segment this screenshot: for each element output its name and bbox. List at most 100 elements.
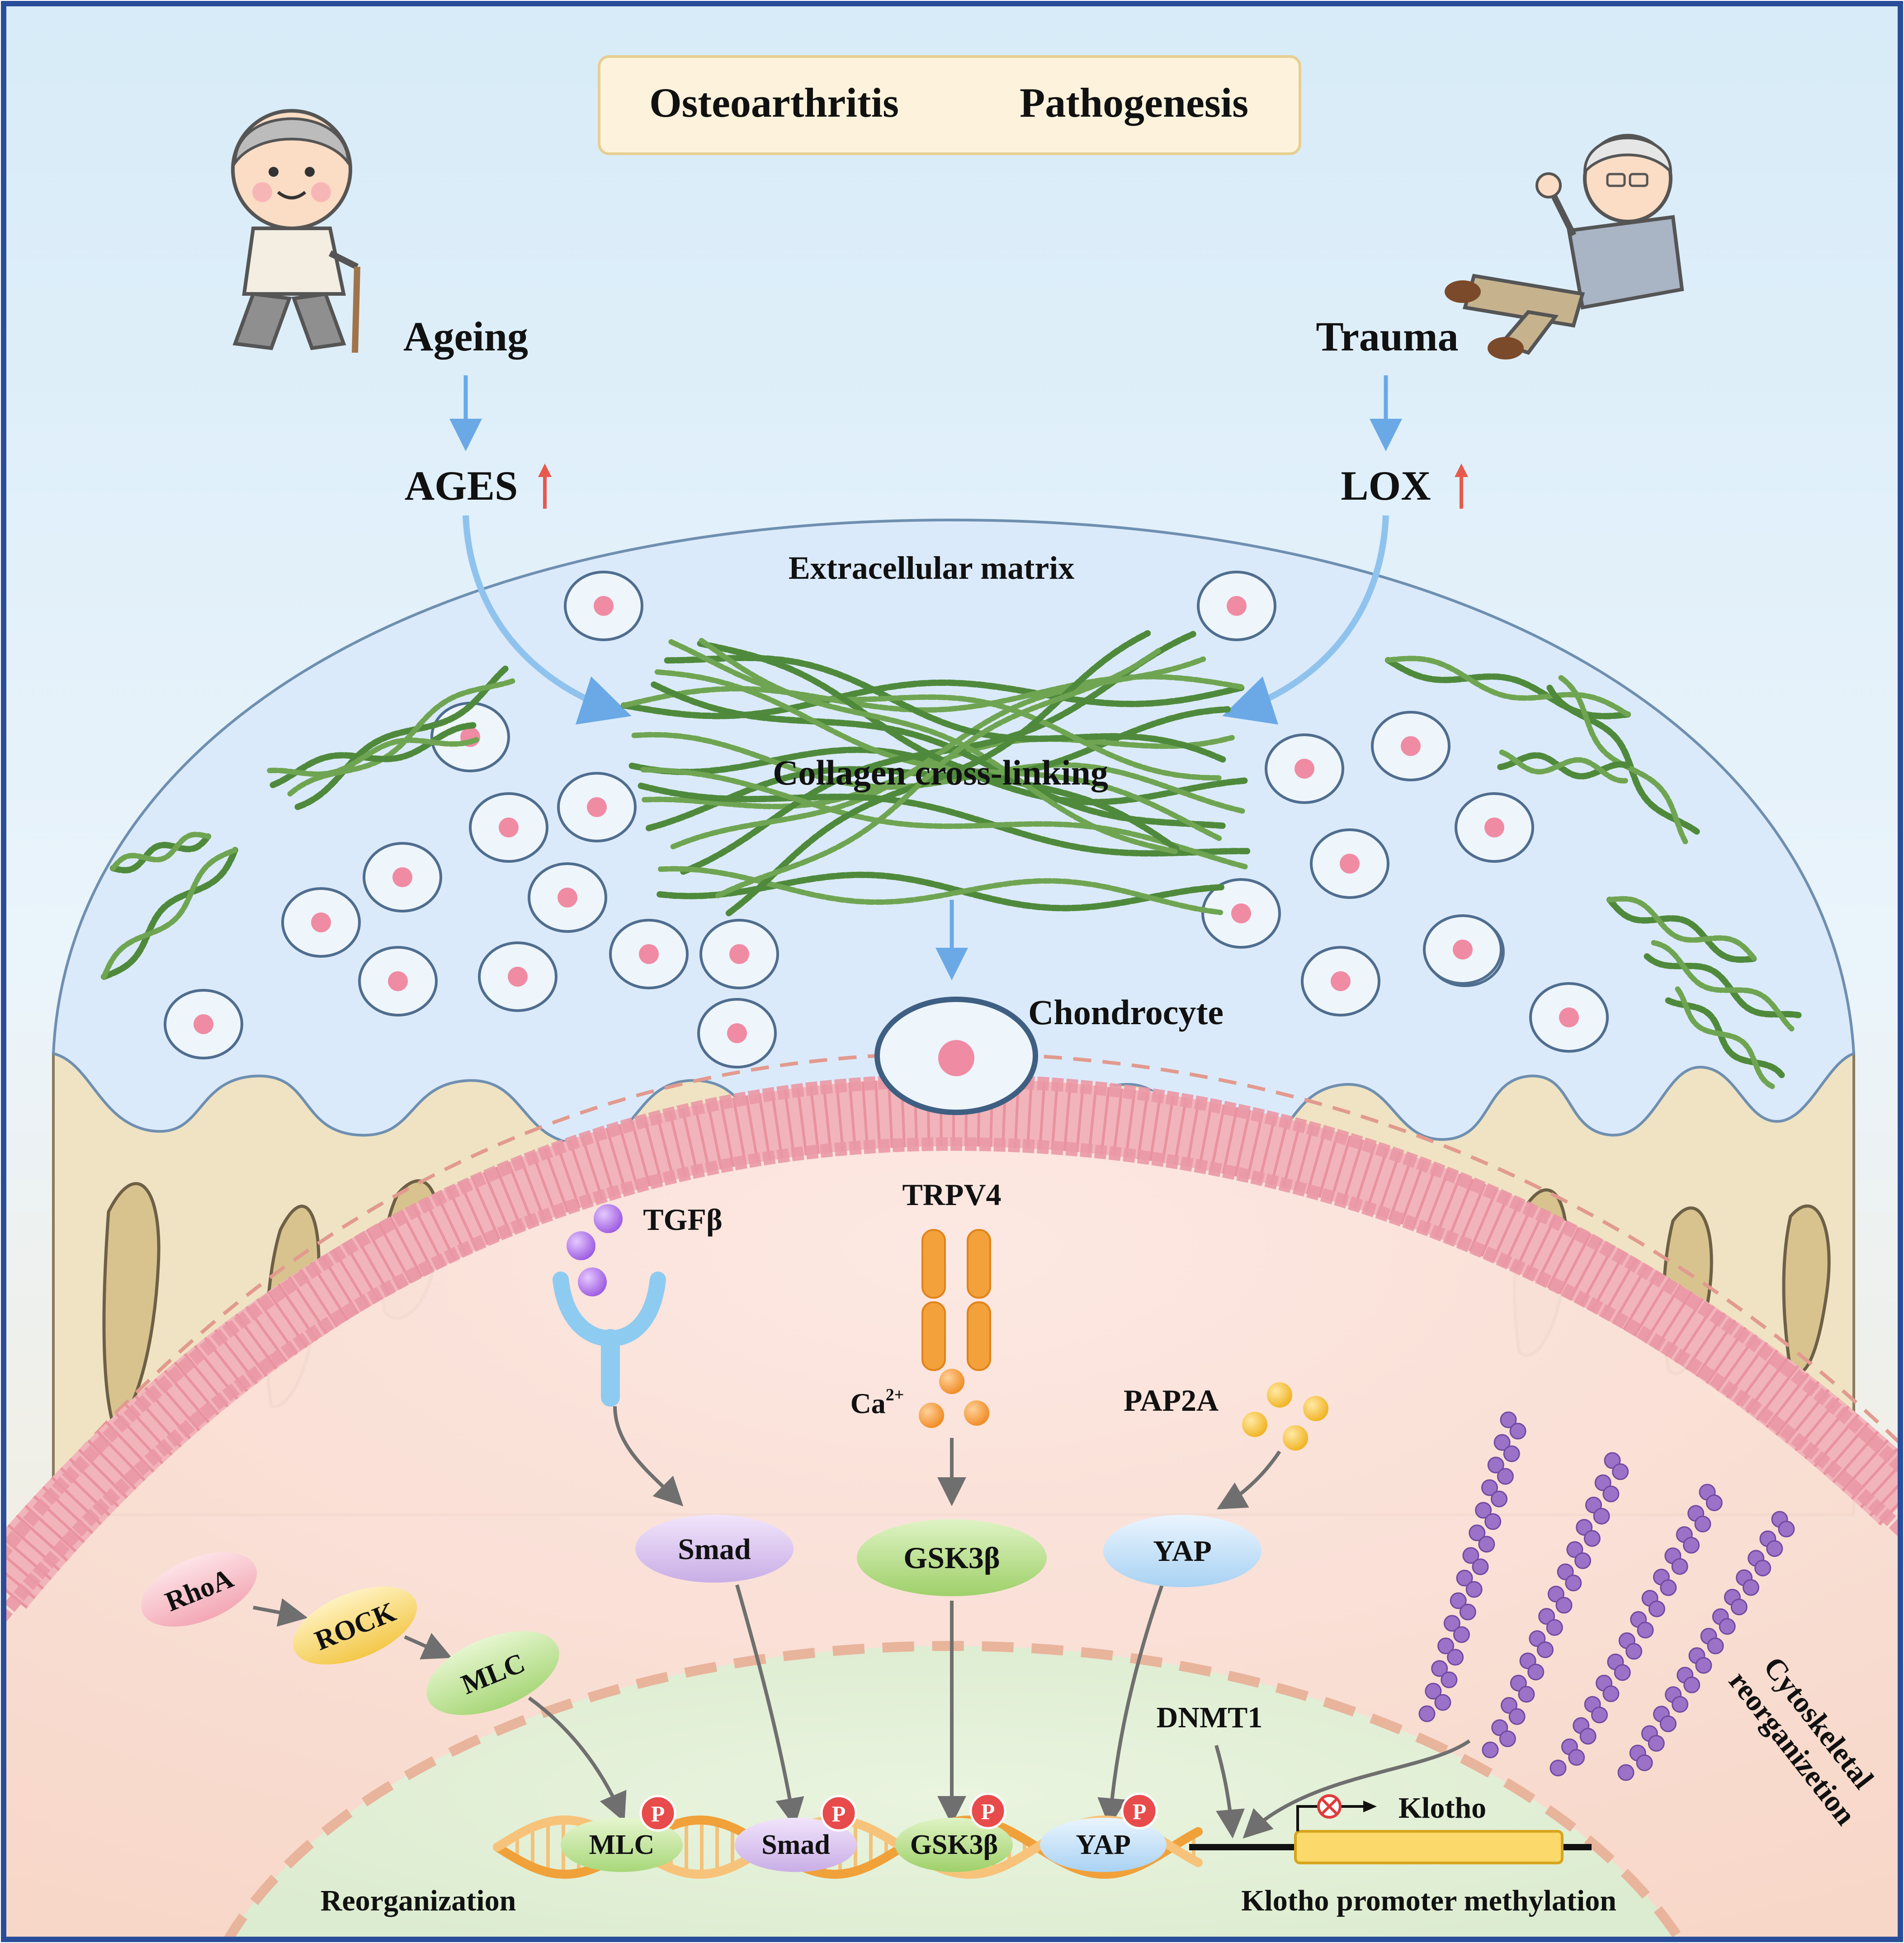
falling-person-illustration: [1445, 134, 1684, 359]
chondrocyte-cell: [1423, 914, 1502, 985]
svg-text:GSK3β: GSK3β: [903, 1541, 1000, 1575]
tgfb-ligands: [567, 1204, 623, 1296]
collagen-fiber: [1606, 896, 1758, 963]
ages-to-collagen-arrow: [463, 515, 632, 725]
title-right: Pathogenesis: [1020, 80, 1248, 126]
phospho-badge: [639, 1795, 676, 1832]
lox-to-collagen-arrow: [1222, 515, 1389, 725]
collagen-fiber: [267, 722, 479, 788]
svg-text:Smad: Smad: [678, 1533, 751, 1566]
chondrocyte-cell: [564, 571, 643, 641]
svg-text:P: P: [832, 1801, 846, 1826]
rock-to-mlc-arrow: [404, 1633, 452, 1659]
phospho-badge: [969, 1792, 1006, 1830]
pap2a-label: PAP2A: [1124, 1383, 1219, 1418]
actin-filament: [1617, 1511, 1795, 1781]
chondrocyte-cell: [164, 989, 243, 1059]
dnmt1-label: DNMT1: [1157, 1701, 1263, 1734]
collagen-crosslinking-label: Collagen cross-linking: [773, 753, 1108, 792]
collagen-fiber: [697, 638, 1180, 855]
chondrocyte-cell: [363, 842, 442, 912]
cartilage-cells: [164, 571, 1609, 1068]
rhoa-node: RhoA: [141, 1552, 257, 1627]
chondrocyte-main: [874, 997, 1038, 1115]
mlc-node: MLC: [426, 1631, 559, 1715]
chondrocyte-cell: [1201, 878, 1281, 949]
target-mlc: MLC P: [561, 1795, 683, 1872]
ages-label: AGES: [405, 463, 518, 509]
target-yap: YAP P: [1040, 1792, 1167, 1872]
calcium-label: Ca2+: [850, 1385, 904, 1419]
gsk3b-node: GSK3β: [857, 1519, 1047, 1596]
collagen-fiber: [638, 767, 1252, 870]
rock-node: ROCK: [293, 1586, 417, 1665]
lox-label: LOX: [1341, 463, 1431, 509]
svg-text:YAP: YAP: [1076, 1830, 1131, 1860]
chondrocyte-cell: [528, 862, 607, 933]
smad-node: Smad: [635, 1515, 794, 1583]
chondrocyte-cell: [557, 772, 637, 842]
chondrocyte-cell: [281, 887, 361, 958]
yap-node: YAP: [1103, 1515, 1261, 1587]
chondrocyte-cell: [1371, 711, 1450, 781]
rhoa-to-rock-arrow: [253, 1598, 308, 1627]
trpv4-label: TRPV4: [902, 1177, 1001, 1212]
chondrocyte-label: Chondrocyte: [1028, 993, 1224, 1032]
collagen-fiber: [715, 630, 1161, 917]
collagen-fiber: [1665, 986, 1785, 1089]
svg-text:P: P: [981, 1799, 995, 1824]
tgfb-to-smad-arrow: [613, 1406, 684, 1507]
transcription-blocked-icon: [1317, 1794, 1342, 1819]
chondrocyte-cell: [699, 919, 779, 989]
cytoskeleton-filaments: [1418, 1411, 1795, 1781]
chondrocyte-cell: [469, 792, 548, 863]
svg-text:YAP: YAP: [1153, 1535, 1212, 1568]
actin-filament: [1482, 1452, 1629, 1759]
chondrocyte-cell: [1301, 946, 1380, 1016]
svg-text:GSK3β: GSK3β: [910, 1830, 998, 1860]
lox-increase-arrow-icon: [1455, 463, 1468, 509]
svg-text:Smad: Smad: [761, 1830, 830, 1860]
actin-filament: [1550, 1484, 1723, 1777]
klotho-label: Klotho: [1398, 1792, 1486, 1825]
pap2a-molecules: [1242, 1382, 1328, 1451]
chondrocyte-cell: [609, 919, 689, 989]
smad-to-nucleus-arrow: [735, 1584, 804, 1827]
chondrocyte-cell: [478, 941, 557, 1012]
phospho-badge: [820, 1795, 857, 1832]
collagen-fiber: [1644, 940, 1802, 1032]
svg-text:P: P: [651, 1801, 665, 1826]
tgfb-label: TGFβ: [643, 1202, 723, 1237]
dnmt1-to-promoter-arrow: [1214, 1744, 1245, 1839]
reorganization-label: Reorganization: [321, 1884, 516, 1917]
chondrocyte-cell: [358, 946, 438, 1016]
trauma-label: Trauma: [1316, 313, 1458, 359]
trpv4-channel: [921, 1229, 991, 1371]
klotho-methylation-label: Klotho promoter methylation: [1241, 1884, 1616, 1917]
ages-increase-arrow-icon: [538, 463, 552, 509]
collagen-fibers: [101, 630, 1802, 1089]
calcium-ions: [919, 1369, 989, 1428]
tgfb-receptor: [553, 1272, 666, 1407]
mlc-to-nucleus-arrow: [528, 1696, 627, 1822]
chondrocyte-cell: [1310, 828, 1389, 899]
cell-body: [5, 1076, 1899, 1938]
collagen-fiber: [110, 832, 211, 874]
target-gsk3b: GSK3β P: [895, 1792, 1013, 1872]
title-box: Osteoarthritis Pathogenesis: [598, 55, 1301, 155]
chondrocyte-cell: [1529, 982, 1609, 1053]
collagen-fiber: [1497, 749, 1632, 784]
collagen-fiber: [101, 847, 238, 980]
pap2a-to-yap-arrow: [1217, 1450, 1281, 1509]
ageing-label: Ageing: [403, 313, 528, 359]
chondrocyte-cell: [1455, 792, 1534, 863]
phospho-badge: [1121, 1792, 1158, 1830]
klotho-gene: [1189, 1801, 1592, 1864]
chondrocyte-cell: [1265, 733, 1344, 804]
cytoskeleton-to-promoter-arrow: [1243, 1739, 1471, 1839]
svg-text:P: P: [1133, 1799, 1147, 1824]
elderly-walking-illustration: [231, 109, 360, 353]
chondrocyte-cell: [697, 998, 777, 1068]
